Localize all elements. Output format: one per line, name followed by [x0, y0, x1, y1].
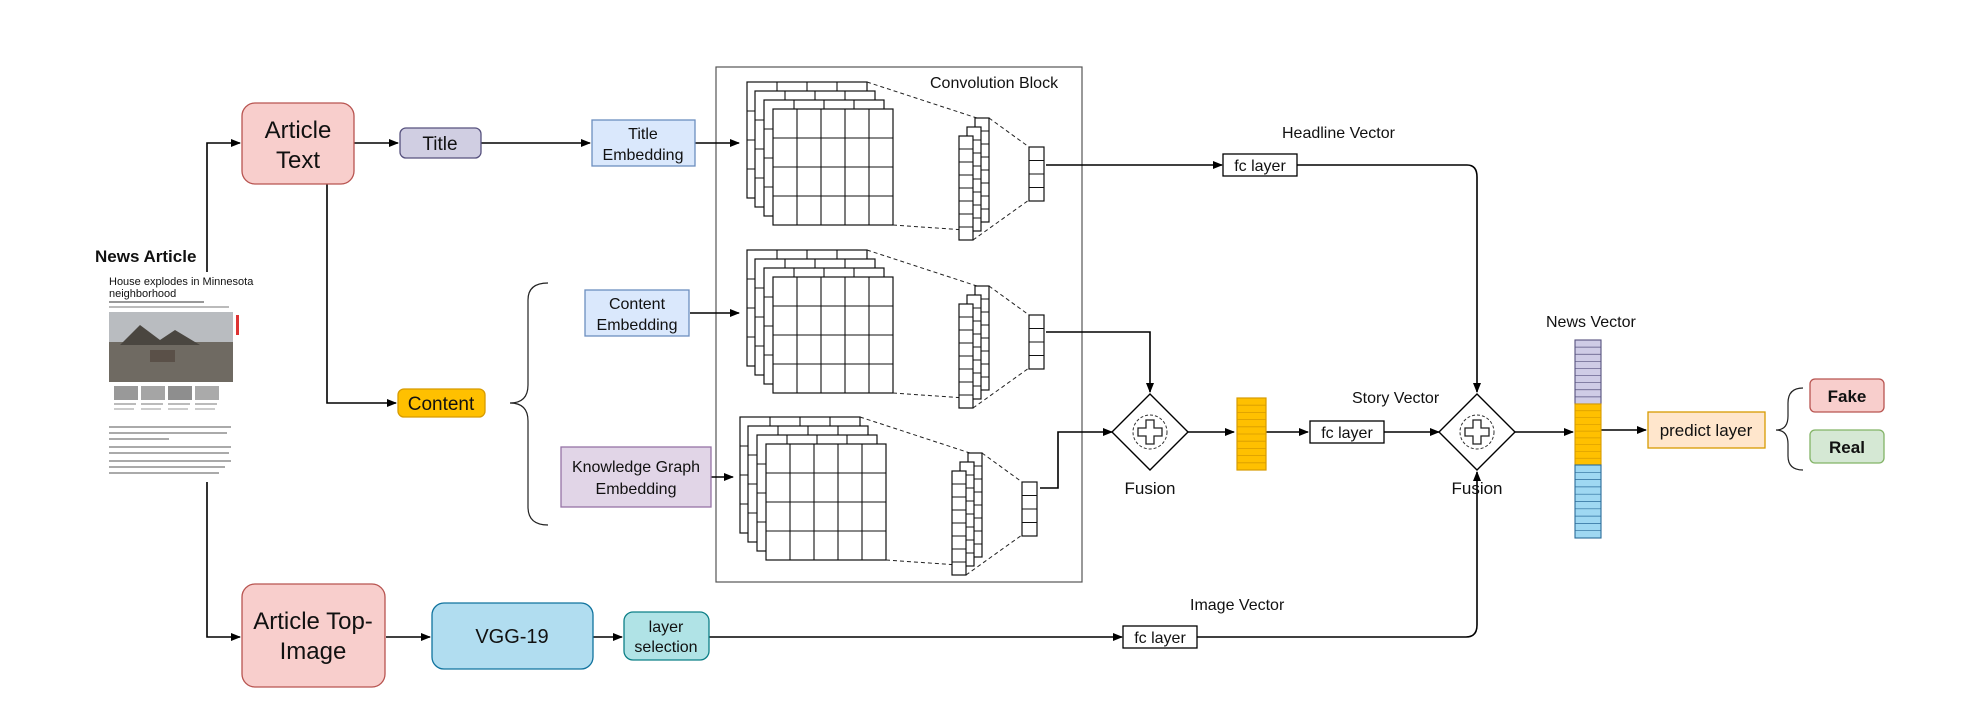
title-embedding-label-line1: Title	[628, 126, 658, 143]
layer-selection-node[interactable]: layer selection	[623, 611, 710, 661]
news-vector	[1574, 339, 1602, 539]
content-embedding-label-line2: Embedding	[597, 317, 678, 334]
thumbnail-gallery	[114, 386, 219, 410]
content-label: Content	[408, 394, 475, 415]
fc-layer-story[interactable]: fc layer	[1309, 420, 1385, 444]
kg-embedding-label-line2: Embedding	[596, 481, 677, 498]
edge-image-fc-to-fusion	[1197, 471, 1481, 638]
image-vector-label: Image Vector	[1190, 597, 1285, 614]
layer-selection-label-line2: selection	[634, 639, 697, 656]
story-feature-vector	[1236, 397, 1267, 471]
thumbnail-dateline	[109, 306, 229, 308]
news-article: News Article House explodes in Minnesota…	[95, 247, 254, 482]
edge-article-to-text	[206, 139, 241, 272]
edge-article-to-image	[206, 482, 241, 641]
edges	[206, 139, 1647, 641]
predict-layer-label: predict layer	[1660, 421, 1753, 440]
edge-headline-to-fusion	[1297, 164, 1481, 393]
fc-layer-headline-label: fc layer	[1234, 158, 1286, 175]
fake-node[interactable]: Fake	[1809, 378, 1885, 413]
story-vector-label: Story Vector	[1352, 390, 1440, 407]
plus-icon	[1464, 419, 1490, 445]
title-node[interactable]: Title	[399, 127, 482, 159]
edge-text-to-content	[326, 184, 397, 407]
conv-stack-1	[746, 81, 1045, 241]
predict-layer-node[interactable]: predict layer	[1647, 411, 1766, 449]
convolution-block	[715, 66, 1083, 583]
kg-embedding-label-line1: Knowledge Graph	[572, 459, 700, 476]
thumbnail-body-text	[109, 426, 231, 474]
news-vector-segment-1	[1574, 339, 1602, 405]
thumbnail-headline-line2: neighborhood	[109, 288, 176, 300]
fusion-node-1[interactable]	[1111, 393, 1189, 471]
article-image-label-line1: Article Top-	[253, 608, 373, 635]
thumbnail-byline	[109, 301, 204, 303]
news-article-label: News Article	[95, 247, 196, 266]
convolution-block-label: Convolution Block	[930, 75, 1059, 92]
news-vector-label: News Vector	[1546, 314, 1636, 331]
conv-stack-3	[739, 416, 1038, 576]
vgg-label: VGG-19	[475, 626, 548, 648]
thumbnail-photo	[109, 312, 239, 382]
kg-embedding-node[interactable]: Knowledge Graph Embedding	[560, 446, 712, 508]
title-embedding-label-line2: Embedding	[603, 147, 684, 164]
article-text-label-line2: Text	[276, 147, 320, 174]
article-text-node[interactable]: Article Text	[241, 102, 355, 185]
output-brace	[1775, 387, 1804, 471]
news-vector-segment-2	[1574, 403, 1602, 466]
real-node[interactable]: Real	[1809, 429, 1885, 464]
plus-icon	[1137, 419, 1163, 445]
edge-conv2-to-fusion	[1046, 331, 1154, 393]
content-brace	[509, 282, 549, 526]
fc-layer-image-label: fc layer	[1134, 630, 1186, 647]
headline-vector-label: Headline Vector	[1282, 125, 1396, 142]
fc-layer-story-label: fc layer	[1321, 425, 1373, 442]
conv-stack-2	[746, 249, 1045, 409]
fusion-node-2[interactable]	[1438, 393, 1516, 471]
real-label: Real	[1829, 438, 1865, 457]
article-thumbnail: House explodes in Minnesota neighborhood	[104, 272, 254, 482]
article-image-node[interactable]: Article Top- Image	[241, 583, 386, 688]
content-node[interactable]: Content	[397, 388, 486, 418]
feature-map-stacks	[739, 81, 1045, 576]
content-embedding-node[interactable]: Content Embedding	[584, 289, 690, 337]
vgg-node[interactable]: VGG-19	[431, 602, 594, 670]
layer-selection-label-line1: layer	[649, 619, 684, 636]
fc-layer-headline[interactable]: fc layer	[1222, 153, 1298, 177]
fake-label: Fake	[1828, 387, 1867, 406]
fusion-label-1: Fusion	[1124, 479, 1175, 498]
article-image-label-line2: Image	[280, 638, 347, 665]
content-embedding-label-line1: Content	[609, 296, 666, 313]
edge-conv3-to-fusion	[1040, 428, 1113, 489]
fusion-label-2: Fusion	[1451, 479, 1502, 498]
thumbnail-headline-line1: House explodes in Minnesota	[109, 276, 254, 288]
title-embedding-node[interactable]: Title Embedding	[591, 119, 696, 167]
title-label: Title	[422, 134, 457, 155]
article-text-label-line1: Article	[265, 117, 332, 144]
fc-layer-image[interactable]: fc layer	[1122, 625, 1198, 649]
